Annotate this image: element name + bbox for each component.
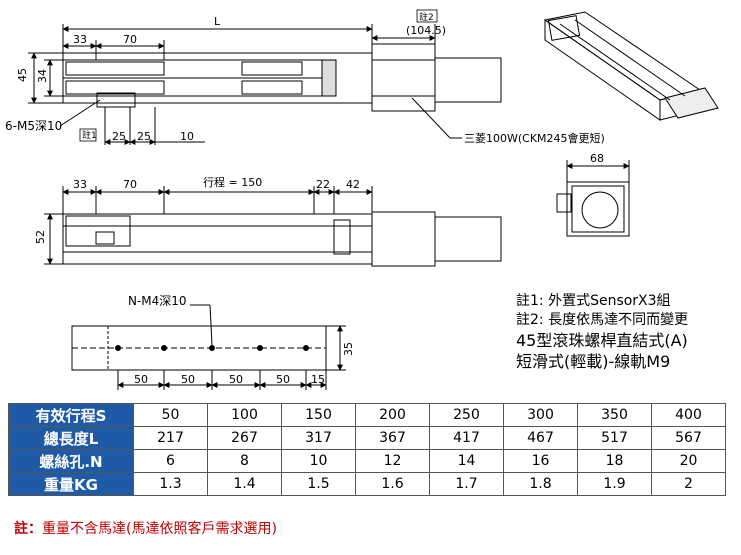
- table-row: 總長度L 217 267 317 367 417 467 517 567: [8, 426, 726, 450]
- end-dim-68-label: 68: [590, 152, 604, 165]
- side-dim-52-label: 52: [34, 230, 47, 244]
- table-cell: 417: [429, 426, 504, 450]
- table-cell: 300: [503, 403, 578, 427]
- table-cell: 317: [281, 426, 356, 450]
- pitch-label-1: 50: [134, 373, 148, 386]
- isometric-view: [543, 11, 719, 121]
- technical-drawing: L 33 70 45 34 25 25 10 6-M5深10 註1 註2 (10…: [5, 9, 719, 390]
- bottom-view: [71, 304, 346, 390]
- table-row: 有效行程S 50 100 150 200 250 300 350 400: [8, 403, 726, 427]
- table-cell: 200: [355, 403, 430, 427]
- dim-70-label: 70: [123, 33, 137, 46]
- dim-overall-label: L: [214, 15, 221, 28]
- table-cell: 267: [207, 426, 282, 450]
- note1-tag: 註1: [82, 129, 97, 141]
- table-cell: 1.8: [503, 472, 578, 496]
- table-cell: 250: [429, 403, 504, 427]
- note-line-1: 註1: 外置式SensorX3組: [516, 293, 671, 309]
- table-cell: 467: [503, 426, 578, 450]
- table-cell: 1.7: [429, 472, 504, 496]
- top-view: [28, 24, 502, 145]
- side-dim-22-label: 22: [316, 178, 330, 191]
- side-dim-stroke-label: 行程 = 150: [203, 176, 262, 189]
- table-cell: 2: [651, 472, 726, 496]
- hole-label-bottom: N-M4深10: [128, 294, 187, 308]
- note-line-2: 註2: 長度依馬達不同而變更: [516, 312, 689, 328]
- side-view: [44, 186, 502, 267]
- pitch-label-2: 50: [181, 373, 195, 386]
- footnote: 註：重量不含馬達(馬達依照客戶需求選用): [14, 518, 277, 538]
- row-header: 有效行程S: [8, 403, 134, 427]
- table-cell: 18: [577, 449, 652, 473]
- pitch-label-4: 50: [276, 373, 290, 386]
- table-cell: 8: [207, 449, 282, 473]
- row-header: 總長度L: [8, 426, 134, 450]
- table-cell: 10: [281, 449, 356, 473]
- footnote-text: 重量不含馬達(馬達依照客戶需求選用): [42, 521, 277, 537]
- row-header: 螺絲孔.N: [8, 449, 134, 473]
- dim-33-label: 33: [73, 33, 87, 46]
- note2-tag: 註2: [419, 11, 434, 23]
- table-cell: 350: [577, 403, 652, 427]
- table-cell: 14: [429, 449, 504, 473]
- table-cell: 50: [133, 403, 208, 427]
- table-cell: 1.4: [207, 472, 282, 496]
- table-cell: 150: [281, 403, 356, 427]
- table-cell: 1.6: [355, 472, 430, 496]
- end-view: [556, 160, 630, 237]
- row-header: 重量KG: [8, 472, 134, 496]
- footnote-lead: 註：: [14, 521, 42, 537]
- table-cell: 1.5: [281, 472, 356, 496]
- table-cell: 400: [651, 403, 726, 427]
- table-row: 重量KG 1.3 1.4 1.5 1.6 1.7 1.8 1.9 2: [8, 472, 726, 496]
- dim-25a-label: 25: [112, 130, 126, 143]
- table-cell: 20: [651, 449, 726, 473]
- note-line-3: 45型滾珠螺桿直結式(A): [516, 331, 688, 350]
- hole-label-top: 6-M5深10: [5, 119, 62, 133]
- table-cell: 16: [503, 449, 578, 473]
- end-dim-15-label: 15: [311, 373, 325, 386]
- dim-10-label: 10: [180, 130, 194, 143]
- side-dim-70-label: 70: [123, 178, 137, 191]
- table-cell: 367: [355, 426, 430, 450]
- motor-label: 三菱100W(CKM245會更短): [464, 131, 605, 145]
- table-cell: 1.3: [133, 472, 208, 496]
- bottom-dim-35-label: 35: [342, 342, 355, 356]
- motor-dim-label: (104.5): [406, 24, 446, 37]
- pitch-label-3: 50: [229, 373, 243, 386]
- dim-25b-label: 25: [137, 130, 151, 143]
- table-cell: 100: [207, 403, 282, 427]
- note-line-4: 短滑式(輕載)-線軌M9: [516, 352, 671, 371]
- table-row: 螺絲孔.N 6 8 10 12 14 16 18 20: [8, 449, 726, 473]
- table-cell: 1.9: [577, 472, 652, 496]
- table-cell: 12: [355, 449, 430, 473]
- spec-notes: 註1: 外置式SensorX3組 註2: 長度依馬達不同而變更 45型滾珠螺桿直…: [516, 292, 688, 372]
- spec-table: 有效行程S 50 100 150 200 250 300 350 400 總長度…: [8, 403, 726, 496]
- table-cell: 567: [651, 426, 726, 450]
- dim-34-label: 34: [36, 69, 49, 83]
- dim-45-label: 45: [16, 68, 29, 82]
- side-dim-33-label: 33: [73, 178, 87, 191]
- table-cell: 6: [133, 449, 208, 473]
- side-dim-42-label: 42: [346, 178, 360, 191]
- table-cell: 217: [133, 426, 208, 450]
- table-cell: 517: [577, 426, 652, 450]
